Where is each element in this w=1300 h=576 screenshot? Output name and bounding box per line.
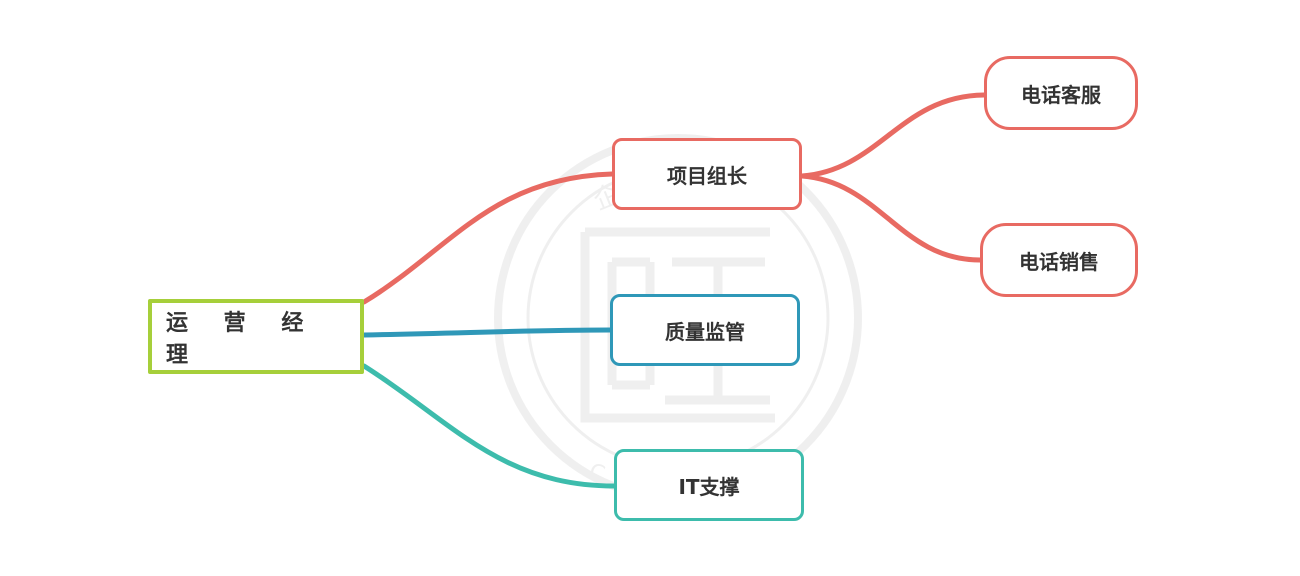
node-phone-customer-service: 电话客服 bbox=[984, 56, 1138, 130]
node-phone-sales: 电话销售 bbox=[980, 223, 1138, 297]
node-phone-sales-label: 电话销售 bbox=[1019, 249, 1099, 274]
node-quality-supervision-label: 质量监管 bbox=[665, 319, 745, 344]
node-it-support-label: IT支撑 bbox=[678, 474, 740, 499]
root-node-label: 运 营 经 理 bbox=[166, 310, 318, 368]
root-node-operations-manager: 运 营 经 理 bbox=[148, 299, 364, 374]
node-phone-customer-service-label: 电话客服 bbox=[1021, 82, 1101, 107]
node-quality-supervision: 质量监管 bbox=[610, 294, 800, 366]
node-project-lead-label: 项目组长 bbox=[667, 163, 747, 188]
connector-lead-to-sales bbox=[799, 173, 983, 263]
connector-root-to-quality bbox=[361, 327, 613, 338]
node-project-lead: 项目组长 bbox=[612, 138, 802, 210]
connector-lead-to-cs bbox=[799, 92, 987, 179]
connector-root-to-it bbox=[361, 363, 617, 489]
node-it-support: IT支撑 bbox=[614, 449, 804, 521]
connector-root-to-project-lead bbox=[361, 171, 615, 305]
